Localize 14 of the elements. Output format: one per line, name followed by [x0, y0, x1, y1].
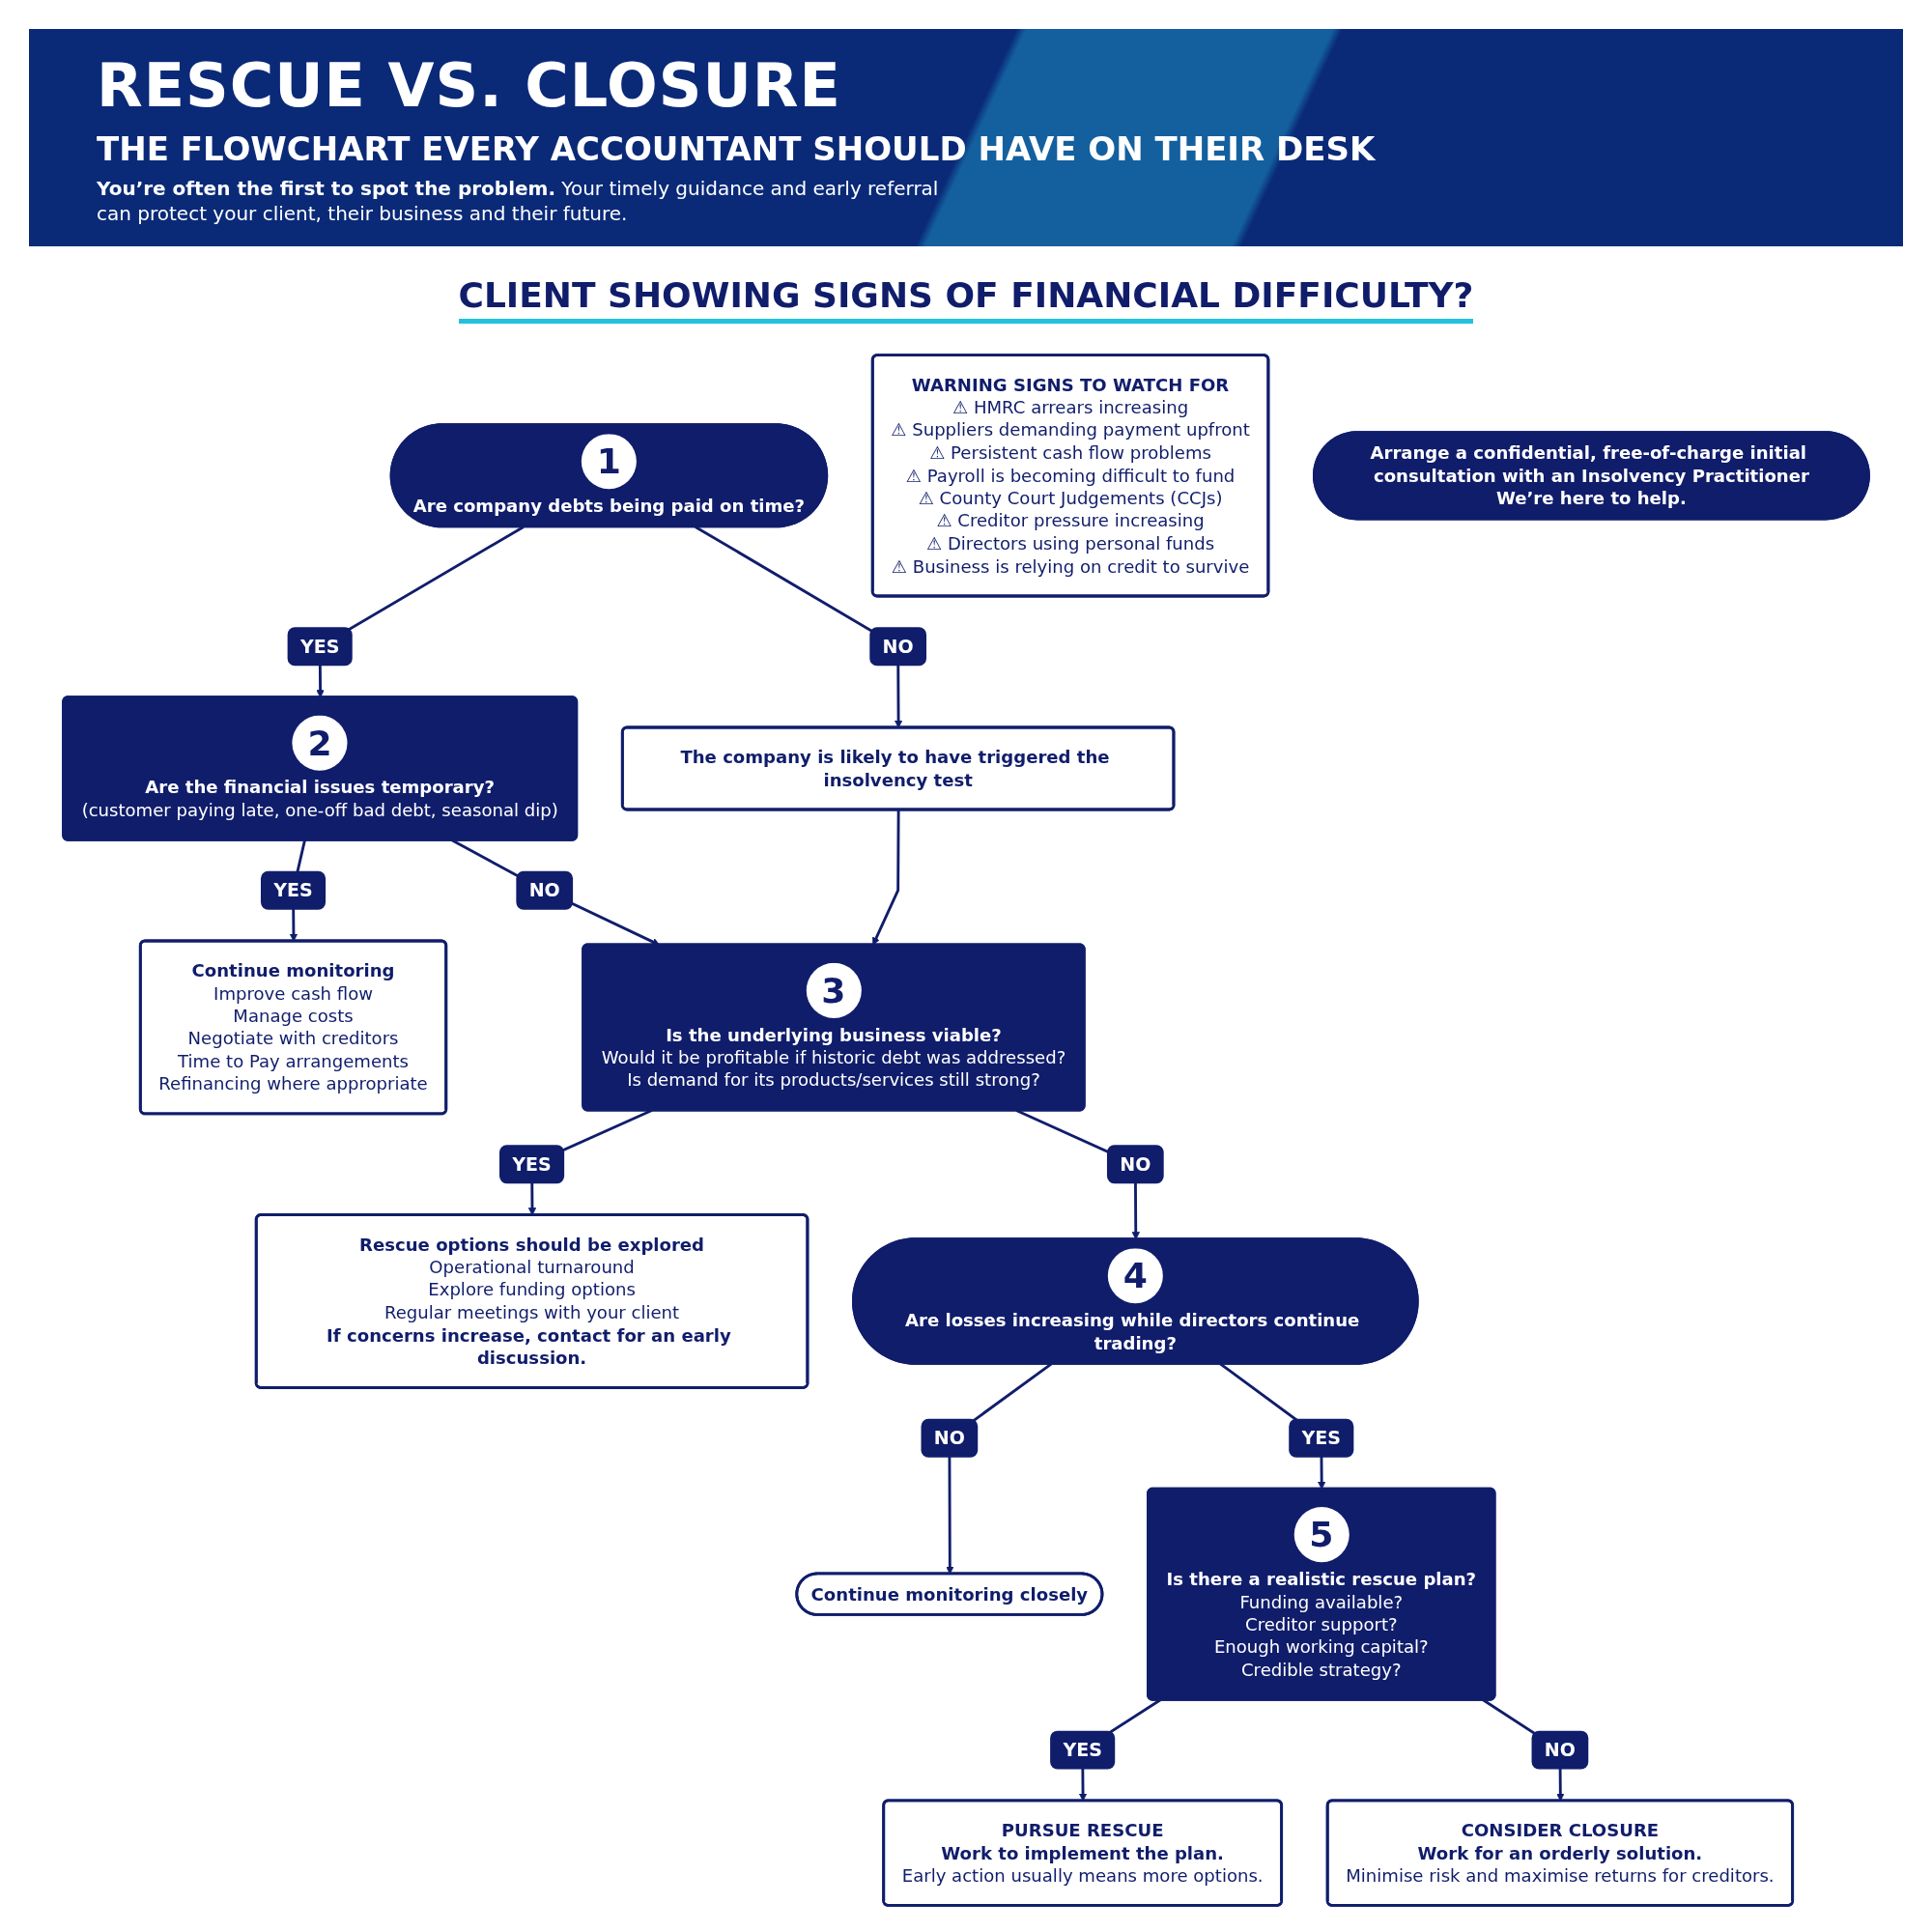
title: RESCUE VS. CLOSURE — [97, 50, 841, 121]
section-heading: CLIENT SHOWING SIGNS OF FINANCIAL DIFFICULTY? — [458, 275, 1474, 324]
edge-label: NO — [933, 1427, 965, 1450]
edge-label: NO — [1120, 1152, 1151, 1176]
edge-label: YES — [273, 879, 313, 902]
edge-label: NO — [1544, 1739, 1576, 1762]
intro-text: You’re often the first to spot the problem. Your timely guidance and early referral can protect your client, their business and their future. — [97, 176, 940, 226]
subtitle: THE FLOWCHART EVERY ACCOUNTANT SHOULD HAVE ON THEIR DESK — [97, 129, 1376, 168]
edge-label: YES — [1063, 1739, 1102, 1762]
edge-label: NO — [882, 635, 914, 658]
edge-label: YES — [1301, 1427, 1342, 1450]
edge-label: NO — [528, 879, 560, 902]
edge-label: YES — [299, 635, 340, 658]
edge-label: YES — [512, 1152, 552, 1176]
